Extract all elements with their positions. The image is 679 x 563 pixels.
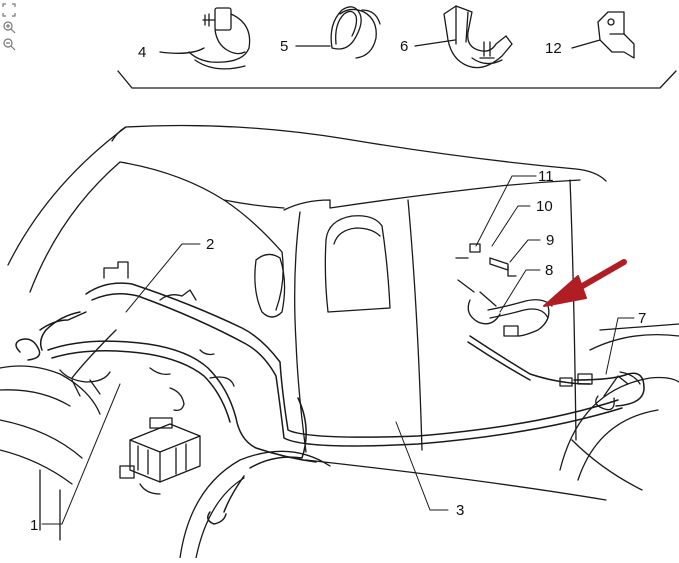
leader-8	[499, 269, 541, 313]
callout-2: 2	[206, 236, 214, 253]
callout-7: 7	[638, 310, 646, 327]
leader-7	[605, 317, 635, 375]
callout-leaders	[41, 175, 635, 525]
callout-6: 6	[400, 38, 408, 55]
leader-6	[414, 39, 456, 47]
part-6-saddle-clamp	[443, 5, 513, 69]
brake-pipes	[15, 282, 645, 525]
part-5-band-clamp	[330, 6, 381, 59]
callout-11: 11	[538, 168, 554, 185]
rear-hose-assembly	[455, 243, 641, 411]
zoom-out-icon[interactable]	[2, 37, 16, 51]
leader-10	[491, 205, 531, 247]
leader-3	[395, 421, 449, 511]
leader-4	[159, 47, 205, 54]
parts-row	[117, 5, 677, 89]
leader-1	[41, 383, 121, 525]
callout-labels: 4 5 6 12 1 2 3 7 8 9 10 11	[30, 38, 646, 534]
callout-5: 5	[280, 38, 288, 55]
parts-row-bracket	[117, 70, 677, 89]
part-12-bracket	[597, 11, 635, 59]
leader-11	[475, 175, 537, 247]
zoom-toolbar	[2, 3, 18, 54]
zoom-in-icon[interactable]	[2, 20, 16, 34]
part-4-clip	[188, 7, 251, 70]
leader-2	[125, 243, 201, 313]
callout-10: 10	[536, 198, 553, 215]
fit-to-screen-icon[interactable]	[2, 3, 16, 17]
callout-12: 12	[545, 40, 562, 57]
callout-1: 1	[30, 517, 38, 534]
callout-4: 4	[138, 44, 146, 61]
callout-9: 9	[546, 232, 554, 249]
engine-bay-details	[59, 261, 235, 495]
leader-12	[571, 39, 601, 49]
red-arrow-icon	[543, 259, 627, 307]
callout-3: 3	[456, 502, 464, 519]
callout-8: 8	[545, 262, 553, 279]
leader-9	[509, 239, 541, 263]
